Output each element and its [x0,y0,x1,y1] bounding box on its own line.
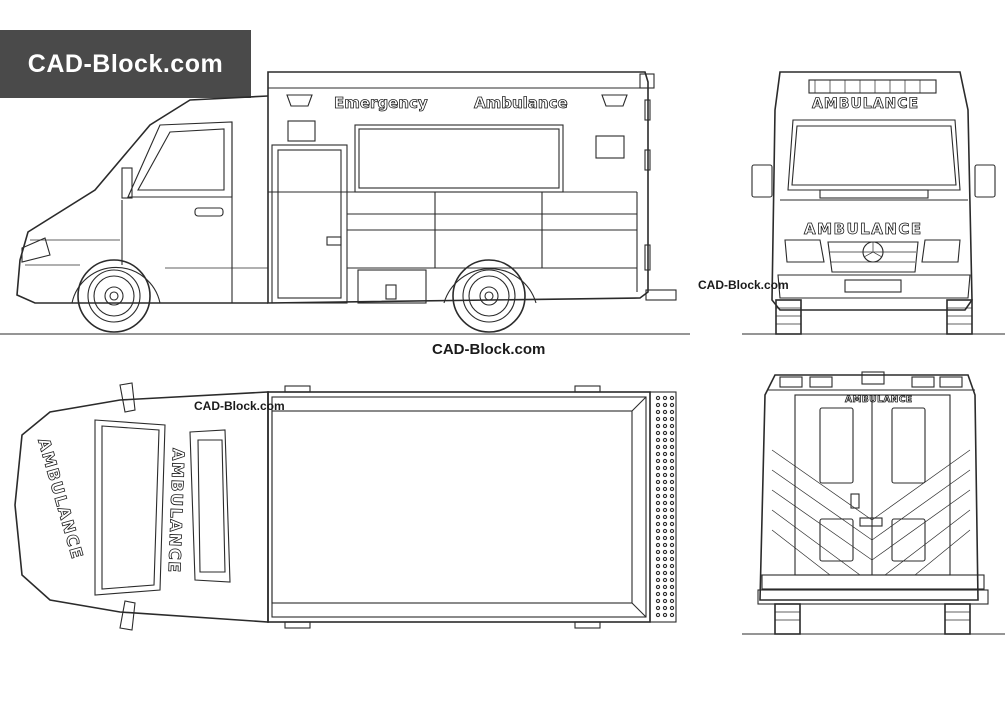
rear-window-right [891,407,926,484]
rear-view: AMBULANCE [742,371,1005,635]
side-small-window [287,120,316,142]
side-entry-door [271,144,348,304]
front-license-plate [844,279,902,293]
rear-window-left [819,407,854,484]
side-label-emergency: Emergency [334,94,428,112]
front-body-outline [771,71,973,311]
top-box-roof [267,391,651,623]
site-logo[interactable]: CAD-Block.com [0,30,251,98]
front-label-hood: AMBULANCE [804,220,923,238]
side-label-ambulance: Ambulance [474,94,568,112]
watermark-top: CAD-Block.com [194,399,285,413]
front-headlight-left [784,239,825,263]
front-windshield [787,119,961,191]
front-bumper [777,274,971,299]
top-label-left: AMBULANCE [34,436,87,562]
side-cab-outline [16,95,269,304]
watermark-front: CAD-Block.com [698,278,789,292]
watermark-side: CAD-Block.com [432,341,545,358]
rear-label-header: AMBULANCE [845,395,913,405]
top-step-dots [655,395,675,618]
top-windshield [94,419,166,596]
side-headlight [21,237,51,263]
front-mirror-left [751,164,773,198]
side-view: Emergency Ambulance CAD-Block.com [0,71,690,358]
side-mirror [121,167,133,199]
front-view: AMBULANCE AMBULANCE CAD-Block.com [698,71,1005,335]
top-rear-step [649,391,677,623]
top-label-right: AMBULANCE [165,448,188,574]
side-door-handle [194,207,224,217]
front-light-bar [808,79,937,94]
side-large-window [354,124,564,193]
logo-text: CAD-Block.com [27,49,224,78]
side-front-wheel [77,259,151,333]
front-grille [827,241,919,273]
top-mirror-left [119,382,136,413]
top-mirror-right [119,600,136,631]
rear-body-outline [759,374,979,601]
rear-tire-left [774,603,801,635]
side-storage-box [357,269,427,304]
side-rear-arch [443,268,537,304]
front-tire-right [946,299,973,335]
front-mirror-right [974,164,996,198]
front-label-header: AMBULANCE [812,96,919,112]
top-view: AMBULANCE AMBULANCE CAD-Block.com [14,382,677,631]
top-roof-hatch [189,429,231,583]
front-tire-left [775,299,802,335]
top-cab-outline [14,391,269,623]
front-headlight-right [921,239,961,263]
rear-tire-right [944,603,971,635]
side-rear-wheel [452,259,526,333]
rear-bumper [761,574,985,590]
side-front-arch [71,266,161,304]
